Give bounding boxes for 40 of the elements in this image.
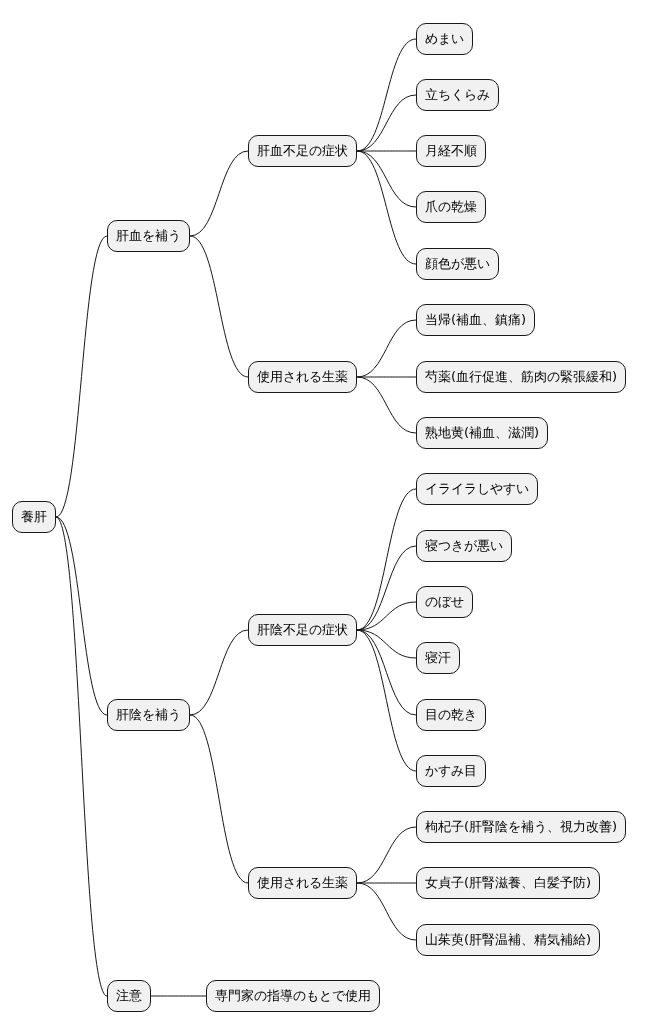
connector <box>189 629 249 716</box>
topic-box: 立ちくらみ <box>416 79 499 111</box>
connector <box>55 235 108 518</box>
topic-box: 女貞子(肝腎滋養、白髪予防) <box>416 867 601 899</box>
topic-box: 専門家の指導のもとで使用 <box>206 980 380 1012</box>
topic-box: 顔色が悪い <box>416 248 499 280</box>
connector <box>356 882 417 941</box>
topic-box: 芍薬(血行促進、筋肉の緊張緩和) <box>416 361 627 393</box>
topic-box: 養肝 <box>12 501 56 533</box>
topic-box: 使用される生薬 <box>248 867 357 899</box>
topic-box: 寝汗 <box>416 642 460 674</box>
topic-box: 山茱萸(肝腎温補、精気補給) <box>416 924 601 956</box>
connector <box>189 714 249 884</box>
topic-box: 肝血を補う <box>107 220 190 252</box>
topic-box: 肝陰を補う <box>107 699 190 731</box>
topic-box: 熟地黄(補血、滋潤) <box>416 417 549 449</box>
topic-box: 肝陰不足の症状 <box>248 614 357 646</box>
connector <box>356 376 417 434</box>
topic-box: 枸杞子(肝腎陰を補う、視力改善) <box>416 811 627 843</box>
topic-box: 肝血不足の症状 <box>248 135 357 167</box>
topic-box: 目の乾き <box>416 699 486 731</box>
connector <box>189 235 249 378</box>
topic-box: のぼせ <box>416 586 473 618</box>
connector <box>55 516 108 716</box>
connector <box>356 376 417 378</box>
connector <box>55 516 108 997</box>
topic-box: かすみ目 <box>416 755 486 787</box>
topic-box: イライラしやすい <box>416 473 538 505</box>
topic-box: 注意 <box>107 980 151 1012</box>
topic-box: 爪の乾燥 <box>416 191 486 223</box>
topic-box: 当帰(補血、鎮痛) <box>416 304 536 336</box>
connector <box>356 150 417 152</box>
topic-box: 寝つきが悪い <box>416 530 512 562</box>
connector <box>189 150 249 237</box>
connector <box>356 882 417 884</box>
topic-box: 使用される生薬 <box>248 361 357 393</box>
topic-box: めまい <box>416 23 473 55</box>
topic-box: 月経不順 <box>416 135 486 167</box>
connector <box>150 995 207 997</box>
connector <box>356 150 417 265</box>
